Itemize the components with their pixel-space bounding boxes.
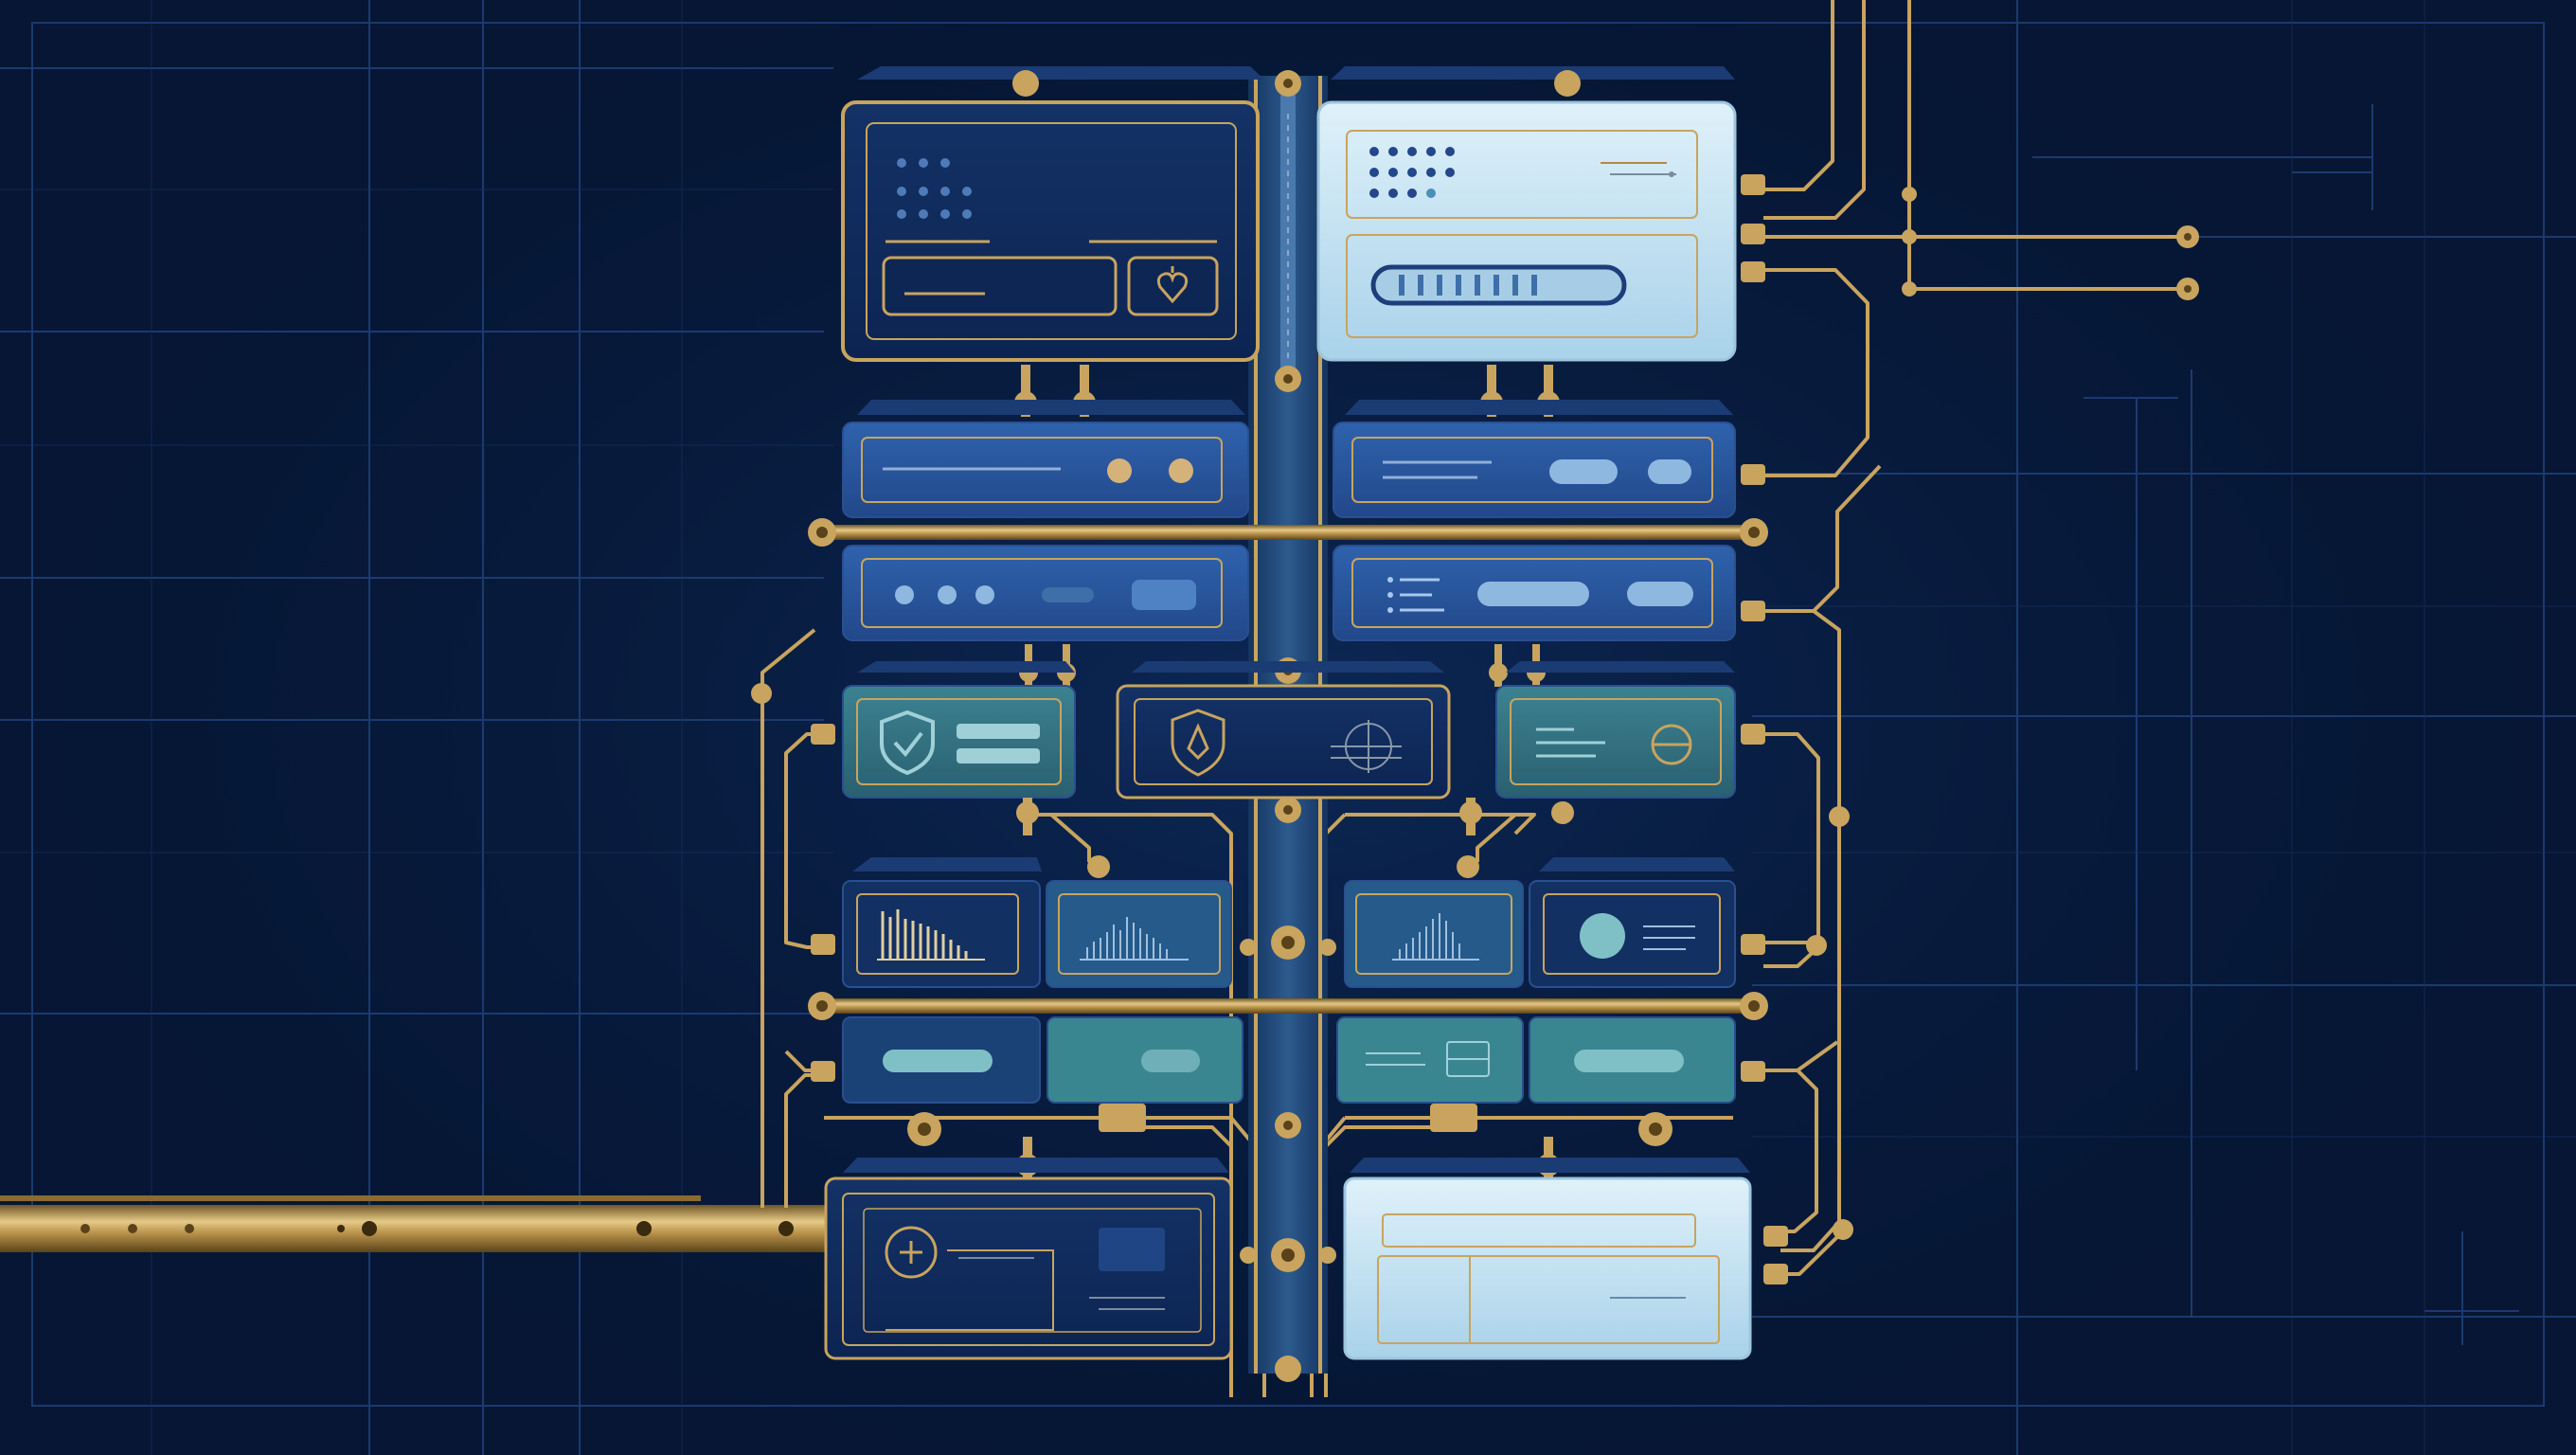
crosshair-icon bbox=[1331, 720, 1402, 773]
panel-row2-left bbox=[842, 400, 1249, 518]
panel-row2-right bbox=[1333, 400, 1736, 518]
panel-row6-d bbox=[1529, 1016, 1736, 1104]
input-field-shape bbox=[882, 256, 1118, 316]
panel-row4-center bbox=[1116, 661, 1451, 799]
plus-icon bbox=[885, 1226, 938, 1279]
connectors-lower bbox=[1016, 798, 1574, 878]
panel-top-right bbox=[1316, 66, 1737, 362]
panel-row5-slider bbox=[1529, 857, 1736, 988]
brass-rail bbox=[0, 1195, 833, 1252]
panel-row5-chart-c bbox=[1344, 880, 1524, 988]
panel-row3-right bbox=[1333, 545, 1736, 641]
panel-row4-left bbox=[842, 661, 1076, 799]
shield-check-icon bbox=[880, 710, 935, 776]
panel-row6-b bbox=[1046, 1016, 1243, 1104]
panel-row3-left bbox=[842, 545, 1249, 641]
shield-flame-icon bbox=[1171, 709, 1225, 777]
panel-row5-chart-a bbox=[842, 857, 1042, 988]
heart-lock-icon bbox=[1156, 266, 1189, 304]
panel-row6-c bbox=[1336, 1016, 1524, 1104]
panel-row6-a bbox=[842, 1016, 1041, 1104]
panel-row5-chart-b bbox=[1046, 880, 1232, 988]
brass-bar-upper bbox=[808, 518, 1768, 547]
panel-bottom-right bbox=[1343, 1158, 1752, 1360]
progress-bar bbox=[1370, 264, 1627, 306]
panel-bottom-left bbox=[824, 1158, 1233, 1360]
brass-bar-lower bbox=[808, 992, 1768, 1020]
terminal-nodes bbox=[751, 174, 2199, 1284]
panel-top-left bbox=[841, 66, 1264, 362]
panel-row4-right bbox=[1495, 661, 1736, 799]
